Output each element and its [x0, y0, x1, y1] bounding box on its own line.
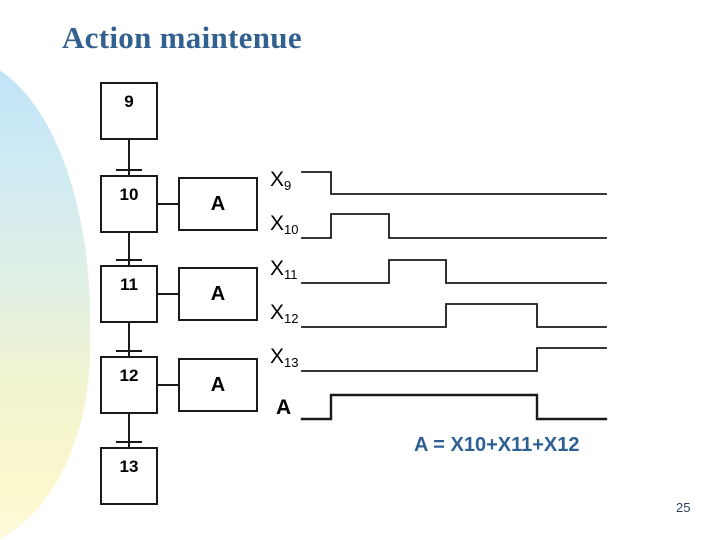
- grafcet-link: [128, 140, 130, 175]
- grafcet-link: [128, 414, 130, 447]
- grafcet-step-13: 13: [100, 447, 158, 505]
- timing-label-base: X: [270, 301, 285, 324]
- grafcet-step-9: 9: [100, 82, 158, 140]
- grafcet-action-box-10: A: [178, 177, 258, 231]
- grafcet-link: [128, 233, 130, 265]
- grafcet-action-label: A: [210, 283, 226, 305]
- timing-label-base: X: [270, 257, 285, 280]
- decorative-gradient-blob: [0, 58, 90, 540]
- waveform-X10: [301, 213, 607, 239]
- grafcet-transition-3: [116, 350, 142, 352]
- grafcet-step-11: 11: [100, 265, 158, 323]
- grafcet-step-number: 11: [120, 275, 138, 294]
- timing-label-A: A: [276, 396, 291, 420]
- equation-text: A = X10+X11+X12: [414, 434, 580, 456]
- timing-label-X13: X13: [270, 345, 299, 370]
- grafcet-transition-1: [116, 169, 142, 171]
- timing-label-X10: X10: [270, 212, 299, 237]
- timing-label-base: X: [270, 345, 285, 368]
- grafcet-step-number: 13: [119, 457, 139, 476]
- grafcet-action-label: A: [210, 193, 226, 215]
- waveform-X11: [301, 259, 607, 284]
- timing-label-X11: X11: [270, 257, 298, 282]
- grafcet-step-number: 12: [119, 366, 139, 385]
- page-title: Action maintenue: [62, 20, 302, 55]
- timing-label-subscript: 10: [284, 222, 299, 237]
- grafcet-transition-2: [116, 259, 142, 261]
- waveform-X9: [301, 171, 607, 195]
- grafcet-action-label: A: [210, 374, 226, 396]
- timing-label-subscript: 11: [284, 267, 298, 282]
- page-number: 25: [676, 500, 691, 515]
- timing-label-base: X: [270, 168, 285, 191]
- grafcet-step-10: 10: [100, 175, 158, 233]
- grafcet-action-box-12: A: [178, 358, 258, 412]
- waveform-X12: [301, 303, 607, 328]
- grafcet-link: [128, 323, 130, 356]
- waveform-X13: [301, 347, 607, 372]
- timing-label-base: A: [276, 396, 292, 419]
- timing-label-X9: X9: [270, 168, 292, 193]
- grafcet-action-link: [158, 293, 178, 295]
- timing-label-subscript: 12: [284, 311, 299, 326]
- timing-label-subscript: 13: [284, 355, 299, 370]
- grafcet-action-link: [158, 384, 178, 386]
- grafcet-action-link: [158, 203, 178, 205]
- grafcet-step-number: 9: [124, 92, 134, 111]
- waveform-A: [300, 393, 608, 421]
- grafcet-step-12: 12: [100, 356, 158, 414]
- timing-label-subscript: 9: [284, 178, 292, 193]
- grafcet-transition-4: [116, 441, 142, 443]
- timing-label-X12: X12: [270, 301, 299, 326]
- grafcet-step-number: 10: [119, 185, 139, 204]
- grafcet-action-box-11: A: [178, 267, 258, 321]
- timing-label-base: X: [270, 212, 285, 235]
